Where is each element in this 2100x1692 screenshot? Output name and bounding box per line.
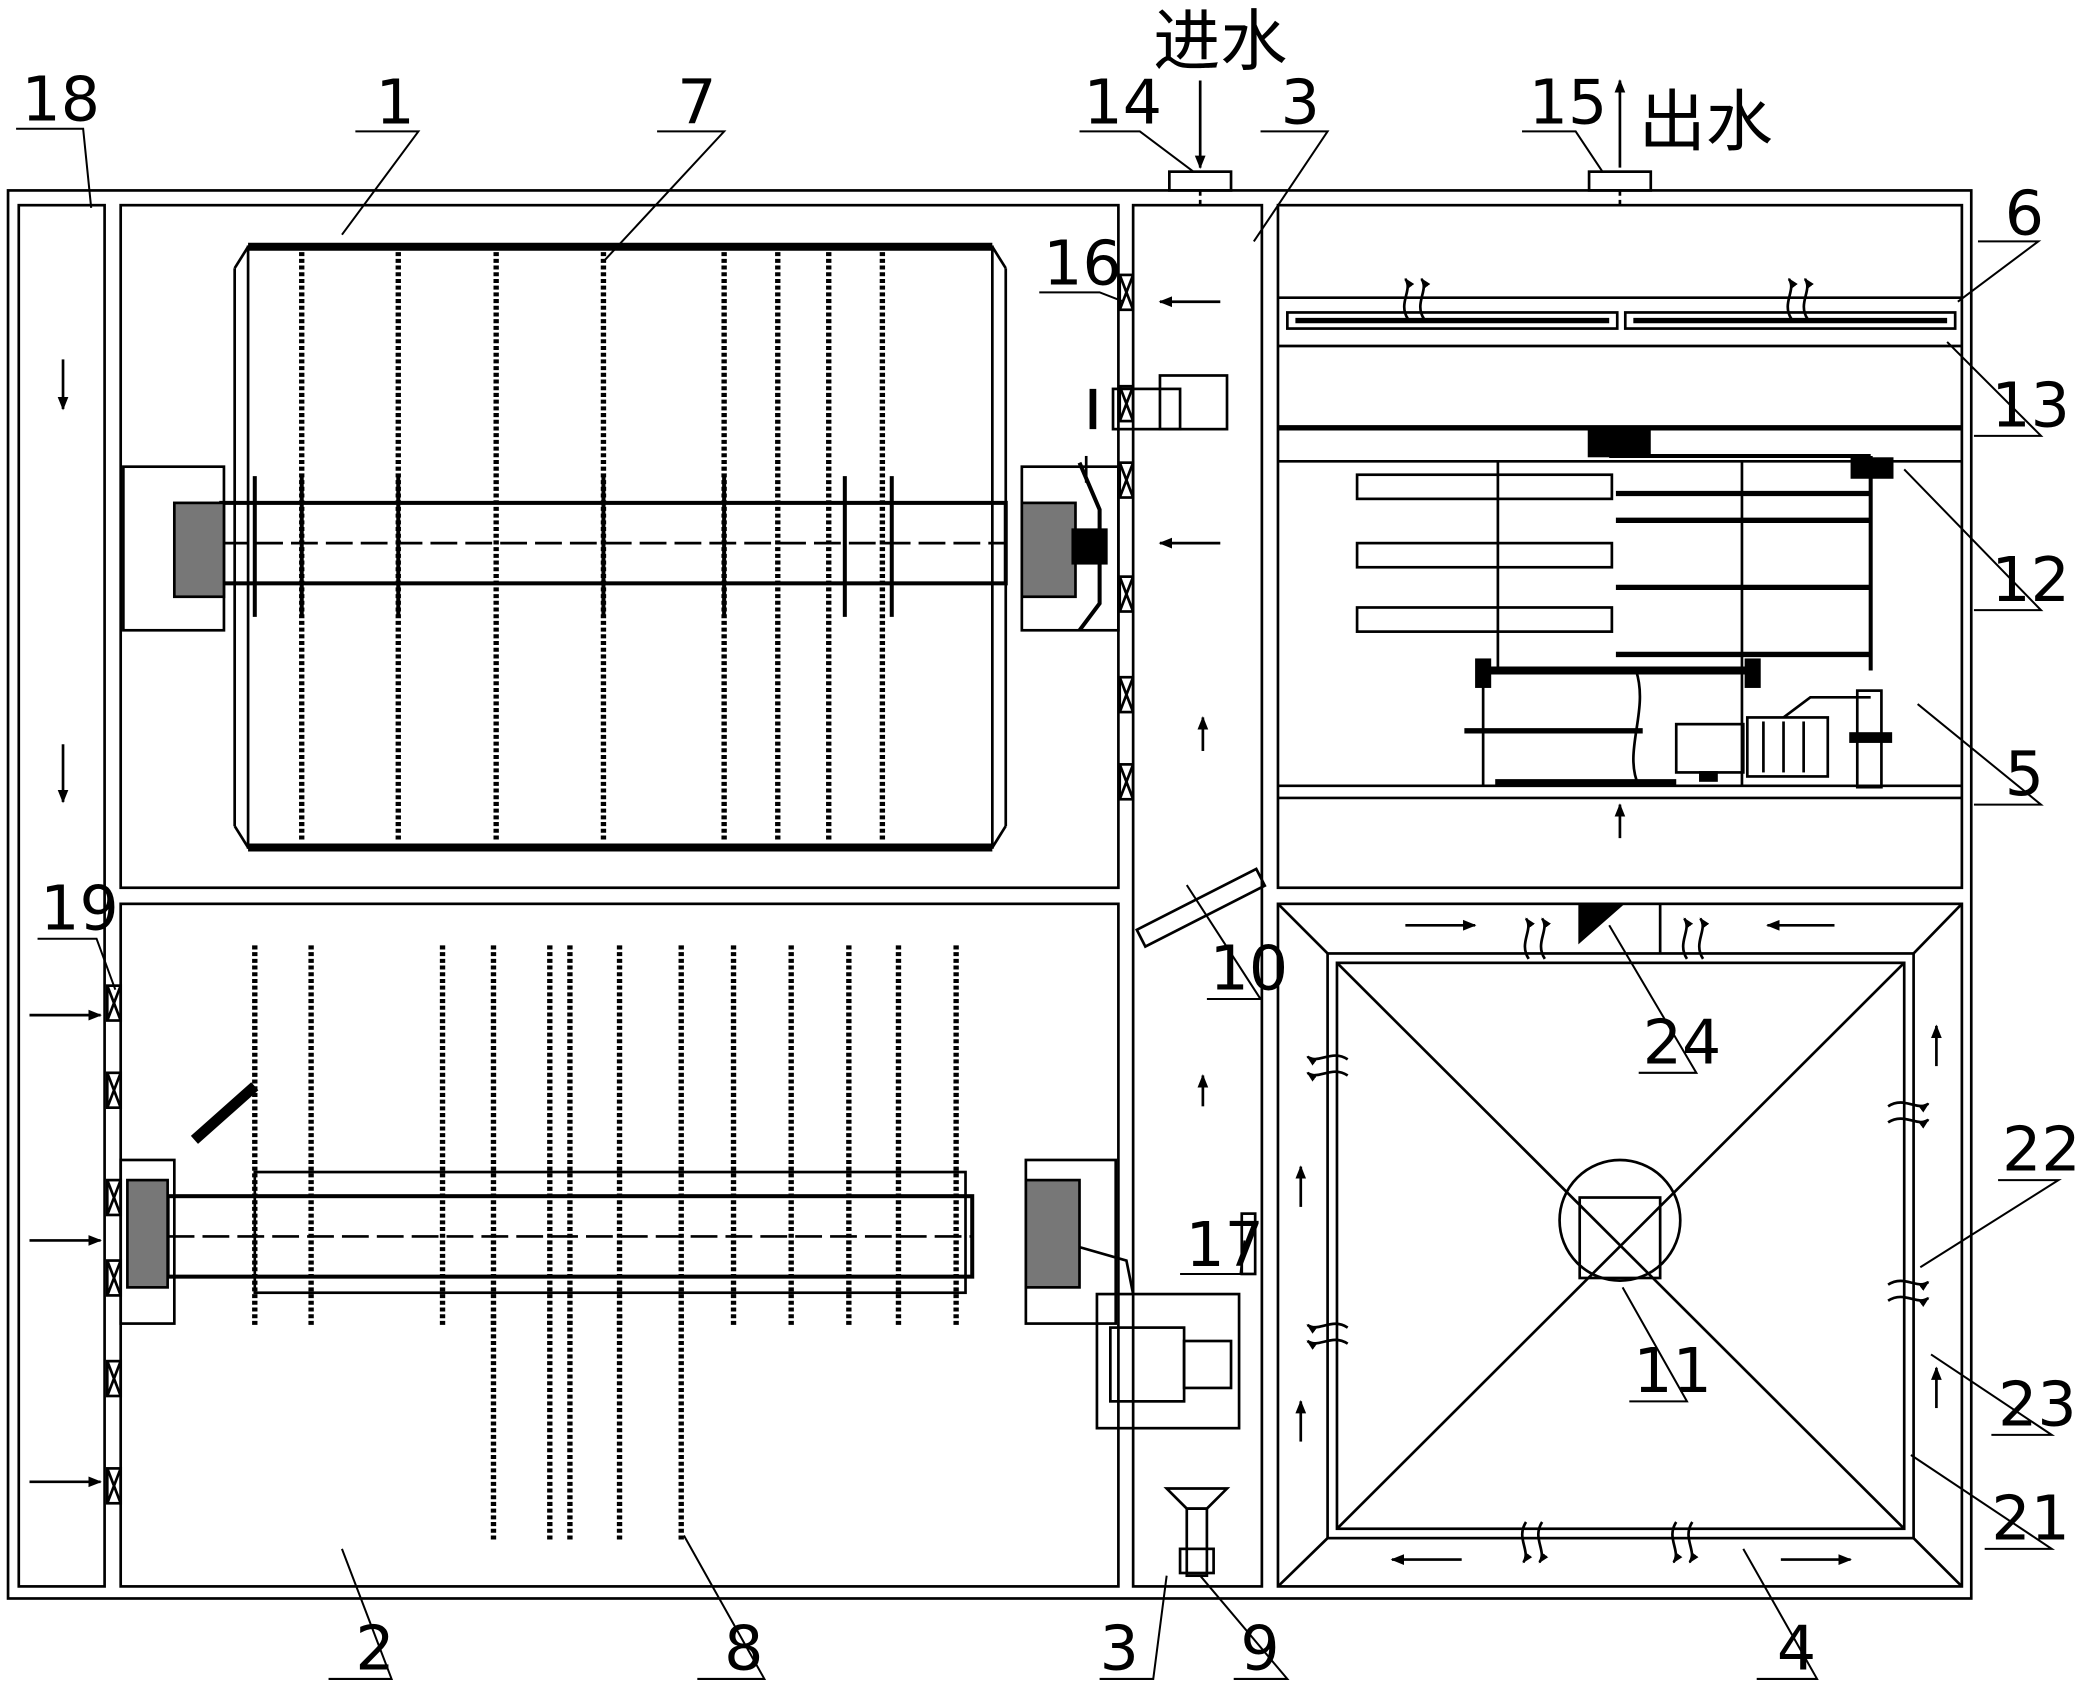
valve xyxy=(1118,575,1135,613)
spray-curl xyxy=(1802,277,1814,320)
spray-curl xyxy=(1687,1521,1699,1564)
outlet-label: 出水 xyxy=(1639,83,1773,161)
spray-curl xyxy=(1523,917,1535,960)
callout-18: 18 xyxy=(21,64,99,136)
spray-curl xyxy=(1520,1521,1533,1564)
spray-curl xyxy=(1887,1295,1930,1307)
callout-19: 19 xyxy=(40,872,118,944)
callout-7: 7 xyxy=(677,66,716,138)
valve-cross xyxy=(1118,576,1135,612)
spray-curl xyxy=(1681,917,1694,960)
callout-1: 1 xyxy=(375,66,414,138)
callout-17: 17 xyxy=(1185,1209,1263,1281)
callout-21: 21 xyxy=(1991,1482,2069,1554)
spray-curl xyxy=(1887,1117,1930,1129)
valve-cross xyxy=(106,1072,122,1109)
chamber-4-internals xyxy=(1277,902,1963,1588)
inlet-label: 进水 xyxy=(1153,2,1287,80)
valve-cross xyxy=(1118,462,1135,499)
chamber-5-internals xyxy=(1277,296,1962,800)
valve xyxy=(1118,384,1135,423)
callout-22: 22 xyxy=(2002,1114,2080,1186)
callout-5: 5 xyxy=(2005,738,2044,810)
callout-8: 8 xyxy=(724,1613,763,1685)
valve-cross xyxy=(106,1179,122,1216)
valve xyxy=(105,1071,123,1110)
callout-3-bottom: 3 xyxy=(1100,1613,1139,1685)
valve-cross xyxy=(1118,676,1135,713)
callout-2: 2 xyxy=(355,1613,394,1685)
callout-6: 6 xyxy=(2005,178,2044,250)
spray-curl xyxy=(1402,277,1415,320)
spray-curl xyxy=(1306,1054,1349,1066)
flow-arrows xyxy=(29,296,1942,1565)
callout-13: 13 xyxy=(1991,369,2069,441)
valve-cross xyxy=(106,1467,122,1504)
callout-3-top: 3 xyxy=(1281,66,1320,138)
callout-23: 23 xyxy=(1998,1368,2076,1440)
valve xyxy=(1118,273,1135,312)
callout-10: 10 xyxy=(1210,933,1288,1005)
spray-curl xyxy=(1671,1521,1683,1564)
disc-set-2 xyxy=(252,945,959,1543)
disc-drum-7 xyxy=(122,242,1120,852)
callout-14: 14 xyxy=(1084,66,1162,138)
inlet-outlet-nozzles xyxy=(1168,170,1653,208)
valve xyxy=(1118,675,1135,714)
callout-4: 4 xyxy=(1777,1613,1816,1685)
spray-curls xyxy=(1306,277,1930,1564)
callout-12: 12 xyxy=(1991,544,2069,616)
valve xyxy=(105,1178,123,1217)
callout-11: 11 xyxy=(1633,1335,1711,1407)
spray-curl xyxy=(1887,1101,1930,1113)
valve-cross xyxy=(1118,385,1135,422)
valve xyxy=(1118,763,1135,801)
spray-curl xyxy=(1306,1322,1349,1334)
spray-curl xyxy=(1697,917,1710,960)
valve xyxy=(1118,461,1135,499)
valve-cross xyxy=(106,985,122,1021)
valve xyxy=(105,1359,123,1398)
disc-set-1 xyxy=(252,252,894,843)
callout-9: 9 xyxy=(1240,1613,1279,1685)
spray-curl xyxy=(1418,277,1431,320)
callout-24: 24 xyxy=(1643,1006,1721,1078)
spray-curl xyxy=(1786,277,1798,320)
spray-curl xyxy=(1536,1521,1549,1564)
leader-lines xyxy=(16,127,2062,1680)
spray-curl xyxy=(1887,1279,1930,1291)
valve xyxy=(105,1467,123,1505)
callout-15: 15 xyxy=(1529,66,1607,138)
valve-cross xyxy=(1118,763,1135,800)
callout-16: 16 xyxy=(1043,227,1121,299)
valve-cross xyxy=(106,1260,122,1296)
spray-curl xyxy=(1539,917,1551,960)
valve xyxy=(105,1259,123,1297)
spray-curl xyxy=(1306,1070,1349,1082)
valve-cross xyxy=(1118,274,1135,311)
valve-cross xyxy=(106,1360,122,1397)
spray-curl xyxy=(1306,1338,1349,1350)
